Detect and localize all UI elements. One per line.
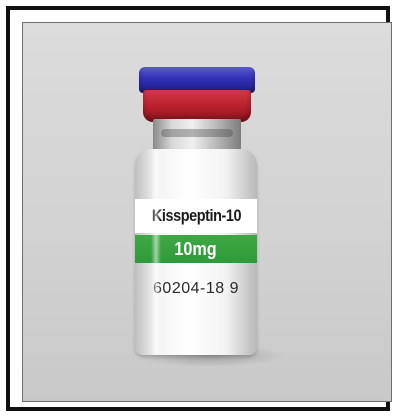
vial-flip-cap [139, 67, 255, 93]
vial-label-dose: 10mg [174, 238, 218, 259]
vial-label-name: Kisspeptin-10 [151, 206, 241, 225]
product-photo: Kisspeptin-10 10mg 60204-18 9 [22, 22, 392, 402]
vial-body: Kisspeptin-10 10mg 60204-18 9 [135, 149, 257, 355]
image-frame: Kisspeptin-10 10mg 60204-18 9 [6, 6, 392, 411]
vial-label-lot-area: 60204-18 9 [135, 275, 257, 303]
vial-glare [151, 149, 161, 355]
vial-label-lot: 60204-18 9 [153, 280, 239, 297]
vial-crimp-seal [143, 90, 251, 122]
